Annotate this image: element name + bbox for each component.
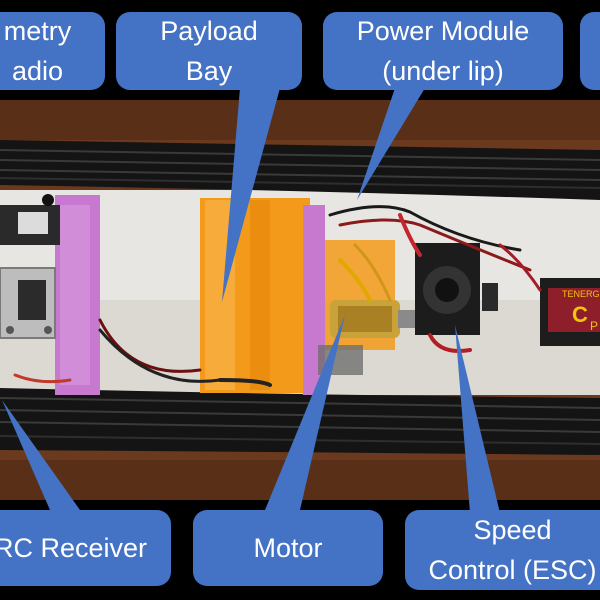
callout-rc-receiver: RC Receiver — [0, 510, 171, 586]
callout-telemetry-line2: adio — [11, 56, 64, 86]
wires — [13, 205, 542, 387]
callout-payload-line1: Payload — [160, 16, 258, 46]
callout-rc-receiver-text: RC Receiver — [0, 533, 148, 563]
battery-mark: C — [572, 302, 588, 327]
battery-sub: P — [590, 319, 598, 333]
callout-payload-line2: Bay — [185, 56, 233, 86]
pointer-rc-receiver — [2, 400, 80, 510]
callout-motor-text: Motor — [253, 533, 323, 563]
telemetry-module — [0, 194, 60, 245]
pointer-power — [357, 88, 425, 200]
flight-controller — [0, 267, 56, 339]
callout-power-line2: (under lip) — [382, 56, 504, 86]
callout-esc-line2: Control (ESC) — [428, 555, 597, 585]
pointer-esc — [455, 325, 500, 513]
callout-esc-line1: Speed — [473, 515, 552, 545]
callout-motor: Motor — [193, 510, 383, 586]
callout-power-line1: Power Module — [356, 16, 530, 46]
callout-right-edge — [580, 12, 600, 90]
callout-pointers — [2, 88, 500, 513]
callout-speed-control: Speed Control (ESC) — [405, 510, 600, 590]
purple-mount-left — [55, 195, 100, 395]
pointer-payload — [222, 88, 280, 302]
wood-board-top-shade — [0, 100, 600, 140]
battery-brand: TENERGY — [562, 289, 600, 299]
callout-telemetry-radio: metry adio — [0, 12, 105, 90]
motor — [318, 300, 416, 375]
esc-unit — [415, 243, 498, 335]
callout-payload-bay: Payload Bay — [116, 12, 302, 90]
callout-power-module: Power Module (under lip) — [323, 12, 563, 90]
pointer-motor — [265, 315, 345, 510]
battery: TENERGY C P — [540, 278, 600, 346]
foam-strips-top — [0, 140, 600, 200]
callout-telemetry-line1: metry — [3, 16, 72, 46]
